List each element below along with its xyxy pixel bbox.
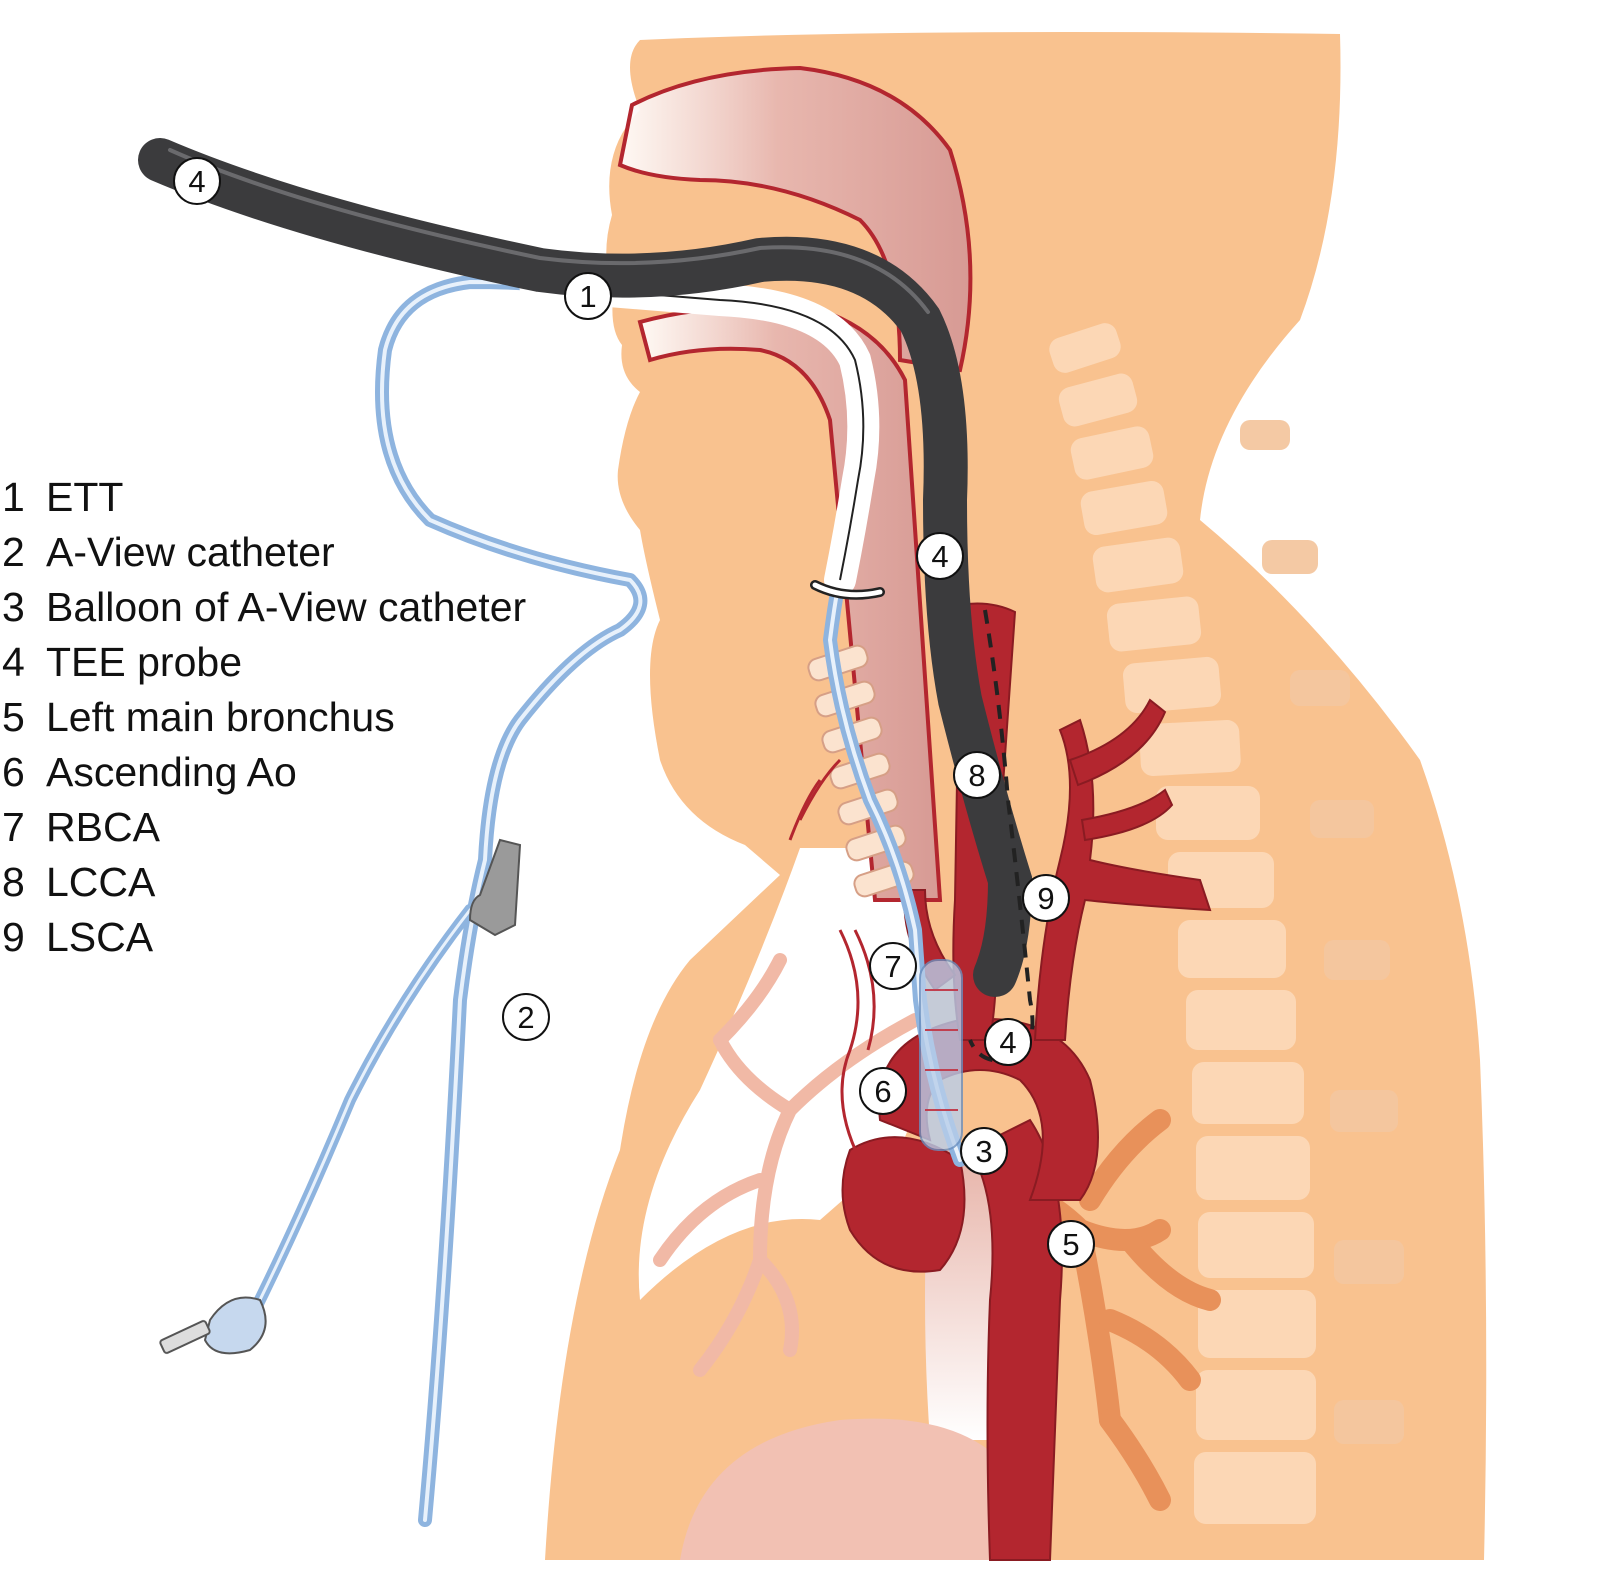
legend-label: LCCA bbox=[46, 859, 156, 905]
legend-number: 5 bbox=[2, 694, 25, 740]
ett-cuff-inner bbox=[812, 582, 883, 598]
chest-cutout bbox=[638, 848, 935, 1300]
callout-left-main-bronchus: 5 bbox=[1047, 1220, 1095, 1268]
legend-item-ascending-ao: 6 Ascending Ao bbox=[0, 745, 526, 800]
legend-item-rbca: 7 RBCA bbox=[0, 800, 526, 855]
a-view-catheter bbox=[244, 275, 967, 1527]
callout-lcca: 8 bbox=[953, 751, 1001, 799]
callout-a-view-catheter: 2 bbox=[502, 993, 550, 1041]
svg-text:4: 4 bbox=[931, 539, 948, 574]
svg-text:6: 6 bbox=[874, 1074, 891, 1109]
legend-label: LSCA bbox=[46, 914, 154, 960]
legend: 1 ETT 2 A-View catheter 3 Balloon of A-View… bbox=[0, 470, 526, 965]
svg-text:2: 2 bbox=[517, 1000, 534, 1035]
legend-number: 8 bbox=[2, 859, 25, 905]
callout-lsca: 9 bbox=[1022, 874, 1070, 922]
callout-tee-probe-chest: 4 bbox=[984, 1018, 1032, 1066]
spine bbox=[1049, 323, 1404, 1524]
legend-label: TEE probe bbox=[46, 639, 242, 685]
y-connector bbox=[468, 838, 522, 937]
svg-text:7: 7 bbox=[884, 949, 901, 984]
right-bronchial-tree bbox=[653, 953, 922, 1377]
legend-item-a-view-catheter: 2 A-View catheter bbox=[0, 525, 526, 580]
legend-number: 6 bbox=[2, 749, 25, 795]
aview-balloon bbox=[919, 959, 963, 1151]
tee-probe bbox=[138, 138, 1033, 997]
nasopharynx bbox=[617, 65, 973, 373]
legend-label: ETT bbox=[46, 474, 124, 520]
callout-ascending-ao: 6 bbox=[859, 1067, 907, 1115]
svg-text:9: 9 bbox=[1037, 881, 1054, 916]
legend-item-lcca: 8 LCCA bbox=[0, 855, 526, 910]
callouts: 4 1 4 8 9 7 2 4 bbox=[173, 157, 1095, 1268]
legend-label: RBCA bbox=[46, 804, 160, 850]
tee-probe-highlight bbox=[168, 148, 930, 314]
legend-number: 1 bbox=[2, 474, 25, 520]
legend-item-balloon: 3 Balloon of A-View catheter bbox=[0, 580, 526, 635]
minor-vessels bbox=[788, 758, 876, 1161]
legend-number: 2 bbox=[2, 529, 25, 575]
legend-item-lsca: 9 LSCA bbox=[0, 910, 526, 965]
svg-text:4: 4 bbox=[188, 164, 205, 199]
legend-number: 3 bbox=[2, 584, 25, 630]
callout-balloon: 3 bbox=[960, 1127, 1008, 1175]
legend-item-left-main-bronchus: 5 Left main bronchus bbox=[0, 690, 526, 745]
callout-rbca: 7 bbox=[869, 942, 917, 990]
legend-item-ett: 1 ETT bbox=[0, 470, 526, 525]
svg-text:1: 1 bbox=[579, 279, 596, 314]
stomach bbox=[680, 1418, 1010, 1560]
svg-text:3: 3 bbox=[975, 1134, 992, 1169]
legend-label: Left main bronchus bbox=[46, 694, 395, 740]
legend-label: Balloon of A-View catheter bbox=[46, 584, 527, 630]
pilot-balloon bbox=[159, 1296, 267, 1355]
callout-tee-probe-neck: 4 bbox=[916, 532, 964, 580]
svg-text:5: 5 bbox=[1062, 1227, 1079, 1262]
callout-tee-probe-top: 4 bbox=[173, 157, 221, 205]
svg-text:8: 8 bbox=[968, 758, 985, 793]
legend-number: 4 bbox=[2, 639, 25, 685]
legend-label: A-View catheter bbox=[46, 529, 335, 575]
legend-number: 9 bbox=[2, 914, 25, 960]
legend-item-tee-probe: 4 TEE probe bbox=[0, 635, 526, 690]
svg-text:4: 4 bbox=[999, 1025, 1016, 1060]
callout-ett: 1 bbox=[564, 272, 612, 320]
legend-label: Ascending Ao bbox=[46, 749, 297, 795]
ett-outline bbox=[534, 284, 865, 581]
legend-number: 7 bbox=[2, 804, 25, 850]
